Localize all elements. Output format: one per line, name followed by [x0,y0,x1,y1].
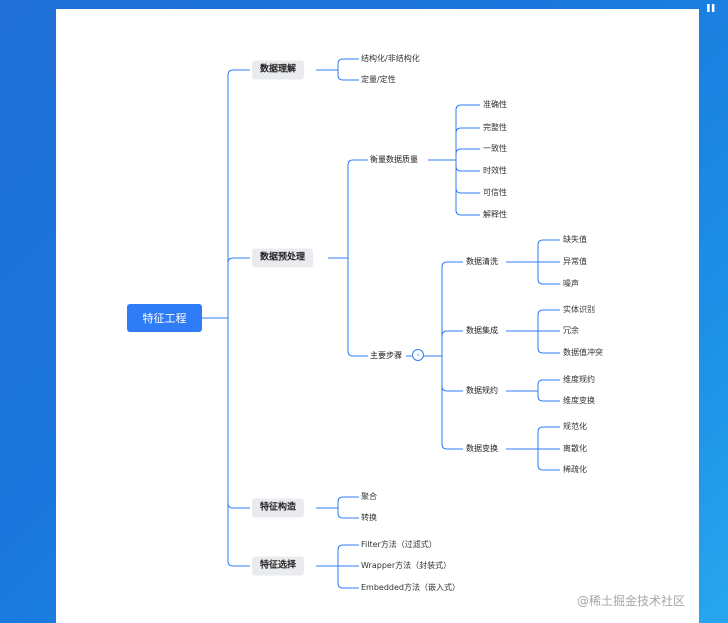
understanding-links-branch-1 [337,70,359,81]
leaf-quantitative[interactable]: 定量/定性 [361,75,396,84]
selection-links-branch-2 [337,566,359,589]
leaf-missing-values[interactable]: 缺失值 [563,235,587,244]
leaf-accuracy[interactable]: 准确性 [483,100,507,109]
root-node[interactable]: 特征工程 [127,304,202,332]
watermark: @稀土掘金技术社区 [576,594,685,608]
branch-feature-selection[interactable]: 特征选择 [252,556,305,576]
preprocess-links-branch-1 [347,258,368,357]
node-main-steps[interactable]: 主要步骤 [370,351,402,360]
transform-links-branch-2 [537,449,560,471]
steps-links-branch-3 [441,356,463,450]
branch-data-understanding[interactable]: 数据理解 [252,60,305,80]
leaf-noise[interactable]: 噪声 [563,279,579,288]
leaf-entity-recognition[interactable]: 实体识别 [563,305,595,314]
leaf-conversion[interactable]: 转换 [361,513,377,522]
reduction-links-branch-0 [537,379,560,391]
root-links-branch-3 [227,318,250,567]
leaf-timeliness[interactable]: 时效性 [483,166,507,175]
quality-links-branch-2 [455,148,480,160]
node-data-integration[interactable]: 数据集成 [466,326,498,335]
node-data-reduction[interactable]: 数据规约 [466,386,498,395]
leaf-dimension-transform[interactable]: 维度变换 [563,396,595,405]
quality-links-branch-4 [455,160,480,194]
leaf-normalization[interactable]: 规范化 [563,422,587,431]
corner-mark: ıı [706,0,716,16]
leaf-value-conflict[interactable]: 数据值冲突 [563,348,603,357]
node-data-cleaning[interactable]: 数据清洗 [466,257,498,266]
root-links-branch-1 [227,257,250,318]
branch-data-preprocessing[interactable]: 数据预处理 [252,248,314,268]
cleaning-links-branch-2 [537,262,560,285]
leaf-redundancy[interactable]: 冗余 [563,326,579,335]
preprocess-links-branch-0 [347,159,368,258]
leaf-interpretability[interactable]: 解释性 [483,210,507,219]
leaf-outliers[interactable]: 异常值 [563,257,587,266]
cleaning-links-branch-0 [537,239,560,262]
quality-links-branch-3 [455,160,480,172]
leaf-dimension-reduction[interactable]: 维度规约 [563,375,595,384]
transform-links-branch-0 [537,426,560,449]
quality-links-branch-1 [455,127,480,160]
node-measure-quality[interactable]: 衡量数据质量 [370,155,418,164]
integration-links-branch-0 [537,309,560,331]
leaf-credibility[interactable]: 可信性 [483,188,507,197]
leaf-wrapper-method[interactable]: Wrapper方法（封装式） [361,561,452,570]
steps-links-branch-1 [441,330,463,356]
collapse-toggle[interactable]: ‹ [412,349,424,361]
quality-links-branch-0 [455,104,480,160]
construction-links-branch-1 [337,508,359,519]
connector-lines [202,58,560,589]
construction-links-branch-0 [337,496,359,508]
steps-links-branch-2 [441,356,463,392]
leaf-aggregation[interactable]: 聚合 [361,492,377,501]
leaf-embedded-method[interactable]: Embedded方法（嵌入式） [361,583,461,592]
leaf-filter-method[interactable]: Filter方法（过滤式） [361,540,437,549]
root-links-branch-2 [227,318,250,509]
integration-links-branch-2 [537,331,560,354]
leaf-consistency[interactable]: 一致性 [483,144,507,153]
steps-links-branch-0 [441,261,463,356]
understanding-links-branch-0 [337,58,359,70]
mindmap-canvas: 特征工程 数据理解 数据预处理 特征构造 特征选择 结构化/非结构化 定量/定性… [56,9,699,623]
node-data-transformation[interactable]: 数据变换 [466,444,498,453]
leaf-sparsification[interactable]: 稀疏化 [563,465,587,474]
quality-links-branch-5 [455,160,480,216]
branch-feature-construction[interactable]: 特征构造 [252,498,305,518]
reduction-links-branch-1 [537,391,560,402]
leaf-structured[interactable]: 结构化/非结构化 [361,54,420,63]
leaf-completeness[interactable]: 完整性 [483,123,507,132]
leaf-discretization[interactable]: 离散化 [563,444,587,453]
selection-links-branch-0 [337,544,359,566]
root-links-branch-0 [227,69,250,318]
